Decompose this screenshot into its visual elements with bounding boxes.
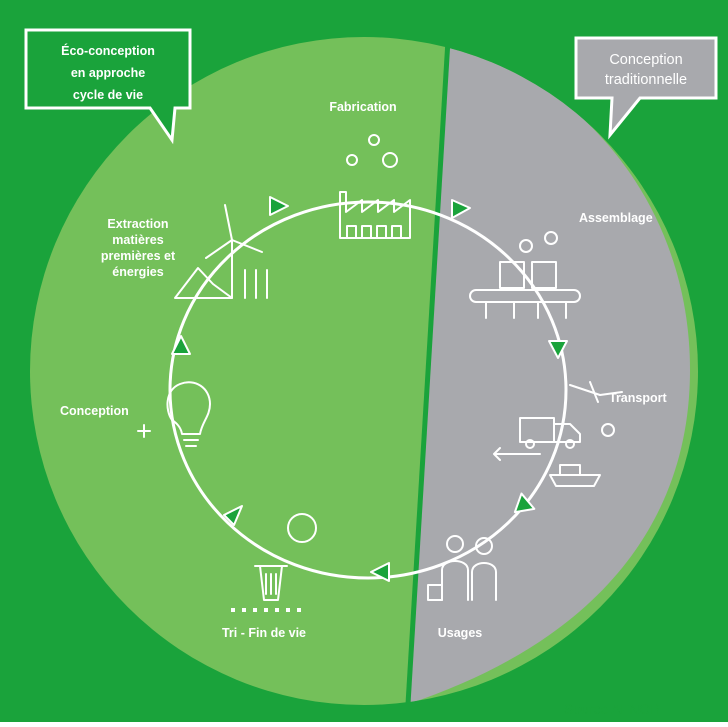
label-assemblage: Assemblage	[579, 211, 653, 225]
svg-text:énergies: énergies	[112, 265, 163, 279]
people-icon	[427, 535, 497, 601]
transport-icon	[493, 381, 623, 487]
traditional-callout-line-1: Conception	[609, 52, 682, 68]
label-conception: Conception	[60, 404, 129, 418]
label-fabrication: Fabrication	[329, 100, 396, 114]
assembly-line-icon	[469, 231, 581, 319]
traditional-design-callout: Conception traditionnelle	[574, 36, 718, 140]
trash-bin-icon	[231, 513, 317, 612]
label-extraction: Extraction matières premières et énergie…	[101, 217, 176, 279]
arrow-transport-to-usages	[513, 492, 536, 514]
arrow-assemblage-to-transport	[548, 340, 568, 359]
traditional-design-segment	[408, 40, 690, 704]
wind-turbine-icon	[174, 204, 268, 299]
arrow-conception-to-extraction	[171, 335, 191, 355]
source-label: Source AFNOR	[564, 701, 660, 717]
factory-icon	[339, 134, 411, 239]
traditional-callout-line-2: traditionnelle	[605, 72, 687, 88]
arrow-tri-to-conception	[223, 505, 243, 526]
eco-callout-line-2: en approche	[71, 66, 145, 80]
label-transport: Transport	[609, 391, 667, 405]
label-usages: Usages	[438, 626, 483, 640]
eco-callout-line-3: cycle de vie	[73, 88, 143, 102]
arrow-fabrication-to-assemblage	[451, 199, 471, 219]
lifecycle-ring	[168, 200, 568, 580]
svg-text:matières: matières	[112, 233, 163, 247]
svg-text:Extraction: Extraction	[107, 217, 168, 231]
svg-text:premières et: premières et	[101, 249, 176, 263]
light-bulb-icon	[137, 381, 211, 447]
arrow-extraction-to-fabrication	[269, 196, 289, 216]
divider-line	[405, 39, 451, 705]
eco-design-callout: Éco-conception en approche cycle de vie	[24, 28, 192, 145]
label-tri: Tri - Fin de vie	[222, 626, 306, 640]
arrow-usages-to-tri	[370, 562, 390, 582]
eco-callout-line-1: Éco-conception	[61, 43, 155, 58]
